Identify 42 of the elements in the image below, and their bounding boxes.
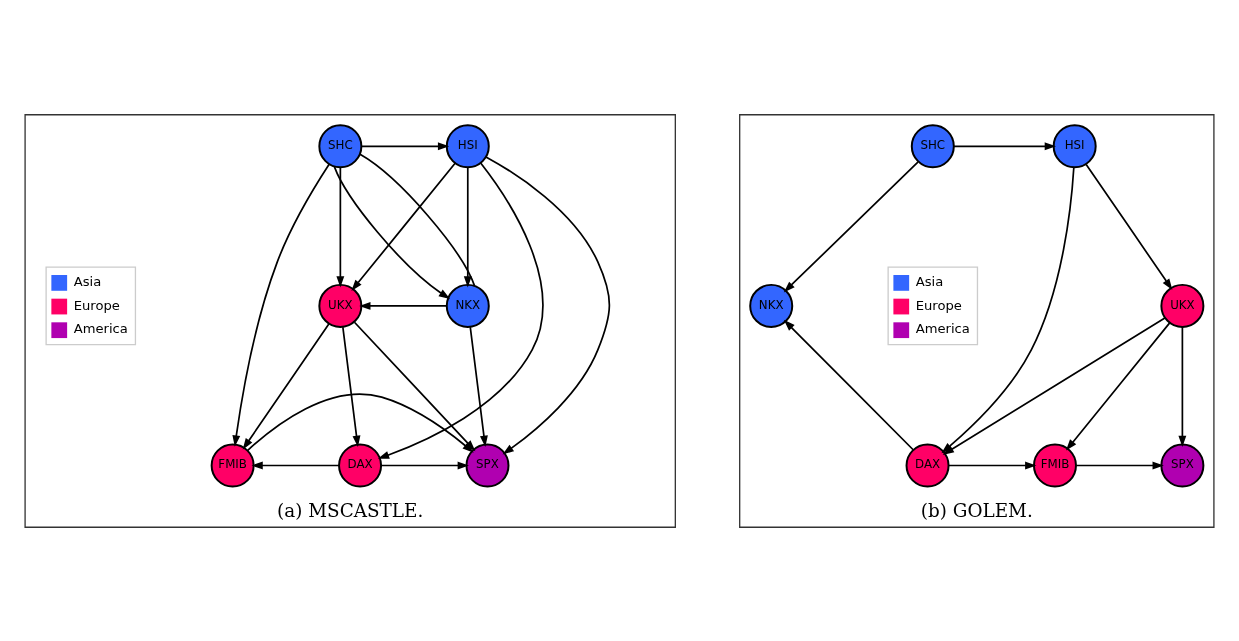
- node-circle: HSI: [445, 123, 490, 168]
- node-circle: UKX: [1160, 283, 1205, 328]
- node-circle: FMIB: [1032, 443, 1077, 487]
- arrow: [1065, 321, 1171, 451]
- arrow: [336, 166, 345, 287]
- arrow: [953, 141, 1056, 150]
- arrow: [1085, 163, 1173, 290]
- arrow: [242, 322, 330, 450]
- node-circle: FMIB: [210, 443, 255, 487]
- node-circle: UKX: [318, 283, 363, 328]
- node-circle: SPX: [465, 443, 510, 487]
- connector: [359, 153, 476, 287]
- node-circle: SHC: [318, 123, 363, 168]
- arrow: [783, 319, 914, 451]
- arrow: [783, 160, 919, 292]
- node-circle: HSI: [1052, 123, 1097, 168]
- node-circle: SHC: [910, 123, 955, 168]
- legend-label: America: [73, 320, 128, 336]
- arrow: [469, 325, 488, 447]
- legend-label: Europe: [915, 297, 962, 313]
- legend-label: Asia: [73, 273, 102, 289]
- legend-label: America: [915, 320, 970, 336]
- node-circle: DAX: [905, 443, 950, 487]
- arrow: [360, 141, 450, 150]
- arrow: [251, 461, 340, 469]
- arrow: [948, 461, 1037, 469]
- arrow: [232, 162, 330, 447]
- legend-label: Asia: [915, 273, 944, 289]
- arrow: [485, 155, 611, 454]
- arrow: [463, 166, 472, 287]
- arrow: [351, 161, 456, 291]
- arrow: [359, 301, 448, 310]
- arrow: [342, 325, 361, 447]
- legend-label: Europe: [73, 297, 120, 313]
- arrow: [1178, 325, 1187, 447]
- node-circle: NKX: [445, 283, 490, 328]
- arrow: [380, 461, 469, 469]
- node-circle: SPX: [1160, 443, 1205, 487]
- node-circle: DAX: [338, 443, 383, 487]
- arrow: [333, 165, 451, 299]
- arrow: [377, 161, 544, 459]
- arrow: [1075, 461, 1164, 469]
